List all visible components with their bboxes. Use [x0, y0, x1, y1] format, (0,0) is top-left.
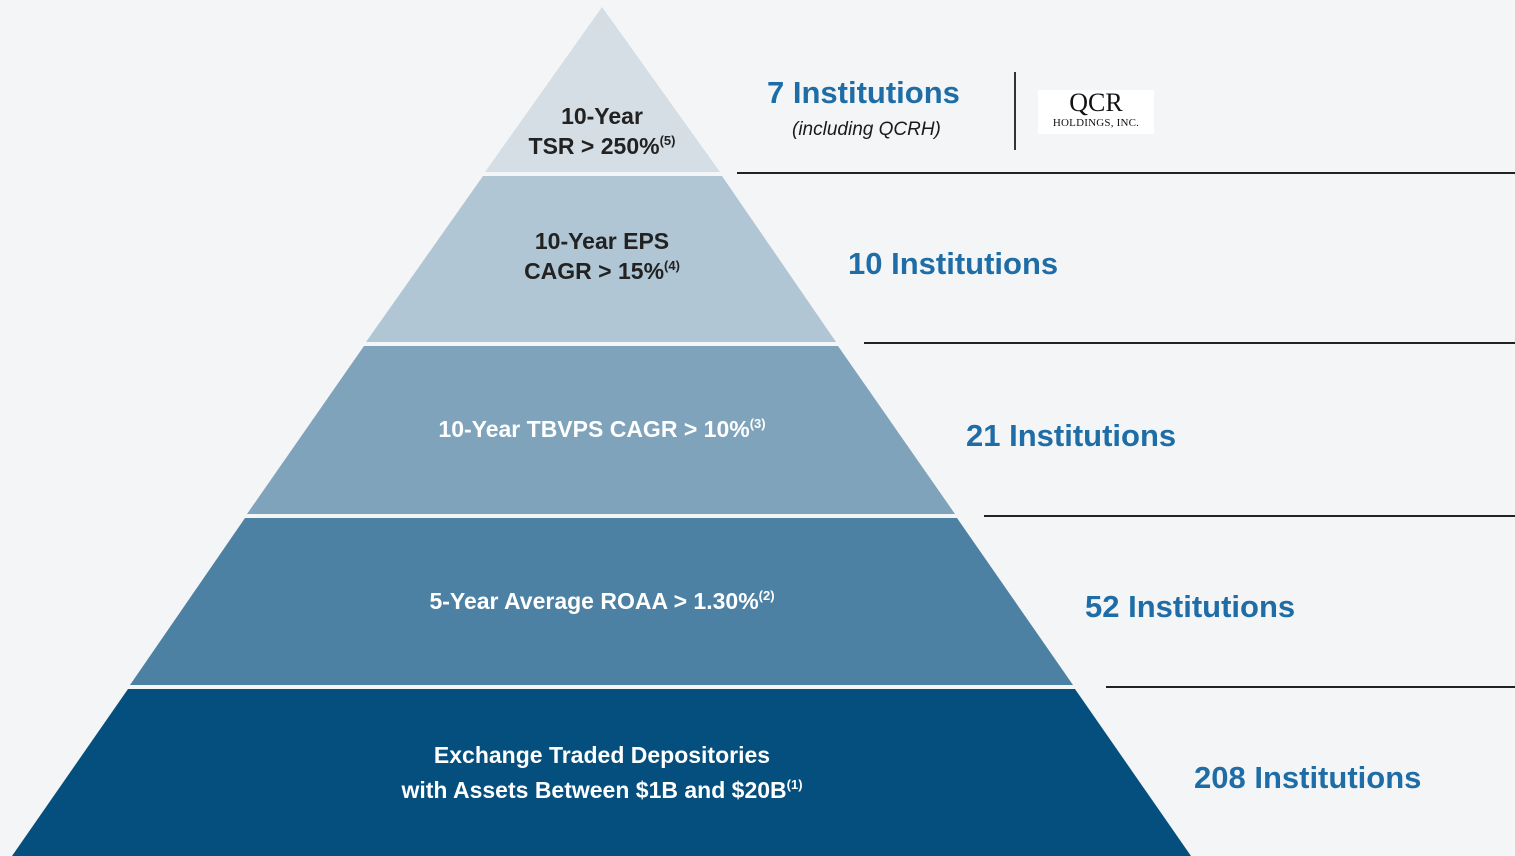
logo-main-text: QCR [1069, 88, 1123, 117]
pyramid-tier-3 [247, 346, 955, 514]
pyramid-tier-2 [366, 176, 836, 342]
tier-5-count: 208 Institutions [1194, 760, 1422, 795]
tier-4-label: 5-Year Average ROAA > 1.30%(2) [302, 587, 902, 617]
tier-4-label-line-1: 5-Year Average ROAA > 1.30% [429, 588, 759, 614]
pyramid-tier-5 [12, 689, 1191, 856]
tier-2-label-line-2: CAGR > 15% [524, 257, 665, 284]
logo-sub-text: HOLDINGS, INC. [1052, 117, 1140, 129]
tier-divider-line-3 [984, 515, 1515, 517]
tier-4-count: 52 Institutions [1085, 589, 1296, 624]
logo-divider [1014, 72, 1016, 150]
tier-3-label-line-1: 10-Year TBVPS CAGR > 10% [438, 416, 750, 442]
tier-1-footnote: (5) [659, 132, 676, 148]
tier-1-label: 10-Year TSR > 250%(5) [482, 102, 722, 162]
tier-3-count: 21 Institutions [966, 418, 1177, 453]
qcr-holdings-logo: QCR HOLDINGS, INC. [1038, 90, 1154, 134]
tier-5-label-line-1: Exchange Traded Depositories [433, 742, 771, 768]
tier-2-label: 10-Year EPS CAGR > 15%(4) [452, 227, 752, 287]
tier-3-label: 10-Year TBVPS CAGR > 10%(3) [352, 415, 852, 445]
tier-4-footnote: (2) [758, 588, 775, 603]
tier-1-count: 7 Institutions [767, 75, 960, 110]
tier-divider-line-1 [737, 172, 1515, 174]
tier-5-label: Exchange Traded Depositories with Assets… [282, 738, 922, 808]
tier-2-count: 10 Institutions [848, 246, 1059, 281]
tier-1-label-line-2: TSR > 250% [528, 132, 660, 159]
tier-2-label-line-1: 10-Year EPS [534, 228, 670, 254]
tier-5-label-line-2: with Assets Between $1B and $20B [401, 777, 787, 803]
pyramid-tier-1 [485, 7, 720, 172]
tier-3-footnote: (3) [749, 416, 766, 431]
tier-2-footnote: (4) [664, 257, 680, 273]
tier-divider-line-4 [1106, 686, 1515, 688]
tier-1-label-line-1: 10-Year [561, 103, 643, 129]
tier-1-subtext: (including QCRH) [792, 119, 941, 140]
tier-divider-line-2 [864, 342, 1515, 344]
tier-5-footnote: (1) [786, 777, 803, 792]
pyramid-tier-4 [130, 518, 1073, 685]
